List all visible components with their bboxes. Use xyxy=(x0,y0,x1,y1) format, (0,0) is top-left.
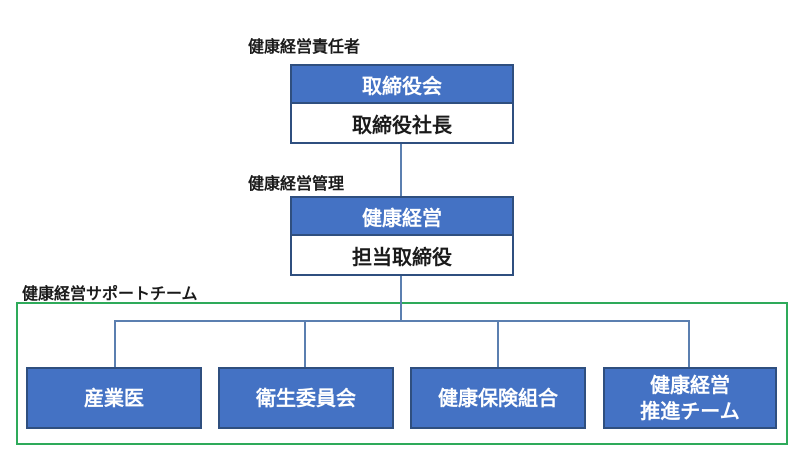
connector-mid-team xyxy=(400,276,402,321)
connector-drop-4 xyxy=(688,320,690,367)
team-member-sangyoi: 産業医 xyxy=(26,367,202,429)
top-node: 取締役会 取締役社長 xyxy=(290,64,514,144)
team-member-label-line1: 健康経営 xyxy=(650,373,730,397)
mid-node: 健康経営 担当取締役 xyxy=(290,196,514,276)
top-node-role: 取締役会 xyxy=(292,66,512,104)
team-member-label: 健康保険組合 xyxy=(438,386,558,410)
connector-drop-2 xyxy=(304,320,306,367)
mid-caption: 健康経営管理 xyxy=(248,174,345,193)
connector-drop-1 xyxy=(114,320,116,367)
connector-drop-3 xyxy=(497,320,499,367)
team-member-suishin-team: 健康経営 推進チーム xyxy=(603,367,777,429)
team-frame xyxy=(16,302,788,445)
team-member-eisei-iinkai: 衛生委員会 xyxy=(218,367,394,429)
team-member-label: 産業医 xyxy=(84,386,144,410)
connector-top-mid xyxy=(400,144,402,196)
mid-node-person: 担当取締役 xyxy=(352,244,452,269)
top-node-person: 取締役社長 xyxy=(352,112,452,137)
team-caption: 健康経営サポートチーム xyxy=(22,284,198,303)
top-caption: 健康経営責任者 xyxy=(248,37,361,56)
team-member-kenpo-kumiai: 健康保険組合 xyxy=(410,367,586,429)
mid-node-role: 健康経営 xyxy=(292,198,512,236)
connector-horizontal-bus xyxy=(114,320,690,322)
team-member-label: 衛生委員会 xyxy=(256,386,356,410)
team-member-label-line2: 推進チーム xyxy=(640,399,740,423)
